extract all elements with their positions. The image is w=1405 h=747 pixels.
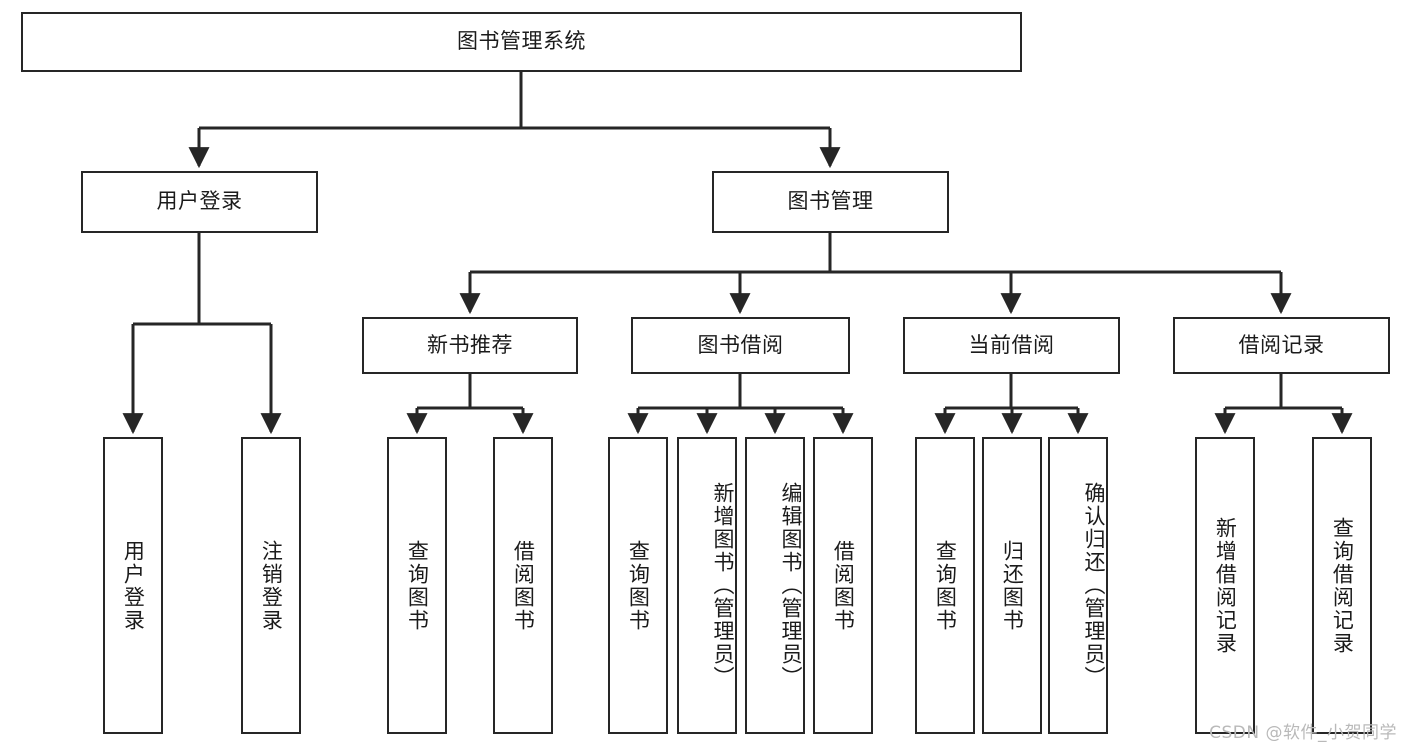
leaf-logout-label: 注销登录	[259, 539, 284, 632]
leaf-edit-book-label: 编辑图书（管理员）	[779, 482, 803, 689]
node-root[interactable]: 图书管理系统	[21, 12, 1022, 72]
node-book-management[interactable]: 图书管理	[712, 171, 949, 233]
leaf-logout[interactable]: 注销登录	[241, 437, 301, 734]
node-book-management-label: 图书管理	[787, 189, 874, 214]
leaf-query-book-2-label: 查询图书	[626, 539, 651, 632]
leaf-add-book[interactable]: 新增图书（管理员）	[677, 437, 737, 734]
leaf-borrow-book-1-label: 借阅图书	[511, 539, 536, 632]
leaf-borrow-book-1[interactable]: 借阅图书	[493, 437, 553, 734]
node-user-login-label: 用户登录	[156, 189, 243, 214]
node-root-label: 图书管理系统	[457, 29, 586, 54]
leaf-confirm-return[interactable]: 确认归还（管理员）	[1048, 437, 1108, 734]
leaf-query-record-label: 查询借阅记录	[1330, 516, 1355, 655]
node-book-borrow[interactable]: 图书借阅	[631, 317, 850, 374]
node-current-borrow[interactable]: 当前借阅	[903, 317, 1120, 374]
leaf-query-record[interactable]: 查询借阅记录	[1312, 437, 1372, 734]
leaf-confirm-return-label: 确认归还（管理员）	[1082, 482, 1106, 689]
leaf-borrow-book-2-label: 借阅图书	[831, 539, 856, 632]
leaf-query-book-1-label: 查询图书	[405, 539, 430, 632]
node-borrow-record-label: 借阅记录	[1238, 332, 1325, 357]
leaf-return-book-label: 归还图书	[1000, 539, 1025, 632]
leaf-user-login-label: 用户登录	[121, 539, 146, 632]
leaf-return-book[interactable]: 归还图书	[982, 437, 1042, 734]
node-new-book-recommend-label: 新书推荐	[427, 332, 513, 357]
leaf-query-book-3-label: 查询图书	[933, 539, 958, 632]
leaf-user-login[interactable]: 用户登录	[103, 437, 163, 734]
leaf-borrow-book-2[interactable]: 借阅图书	[813, 437, 873, 734]
leaf-add-record[interactable]: 新增借阅记录	[1195, 437, 1255, 734]
leaf-add-book-label: 新增图书（管理员）	[711, 482, 735, 689]
leaf-edit-book[interactable]: 编辑图书（管理员）	[745, 437, 805, 734]
leaf-query-book-3[interactable]: 查询图书	[915, 437, 975, 734]
leaf-query-book-1[interactable]: 查询图书	[387, 437, 447, 734]
node-current-borrow-label: 当前借阅	[968, 332, 1055, 357]
node-borrow-record[interactable]: 借阅记录	[1173, 317, 1390, 374]
node-user-login[interactable]: 用户登录	[81, 171, 318, 233]
node-new-book-recommend[interactable]: 新书推荐	[362, 317, 578, 374]
leaf-query-book-2[interactable]: 查询图书	[608, 437, 668, 734]
node-book-borrow-label: 图书借阅	[697, 332, 784, 357]
leaf-add-record-label: 新增借阅记录	[1213, 516, 1238, 655]
